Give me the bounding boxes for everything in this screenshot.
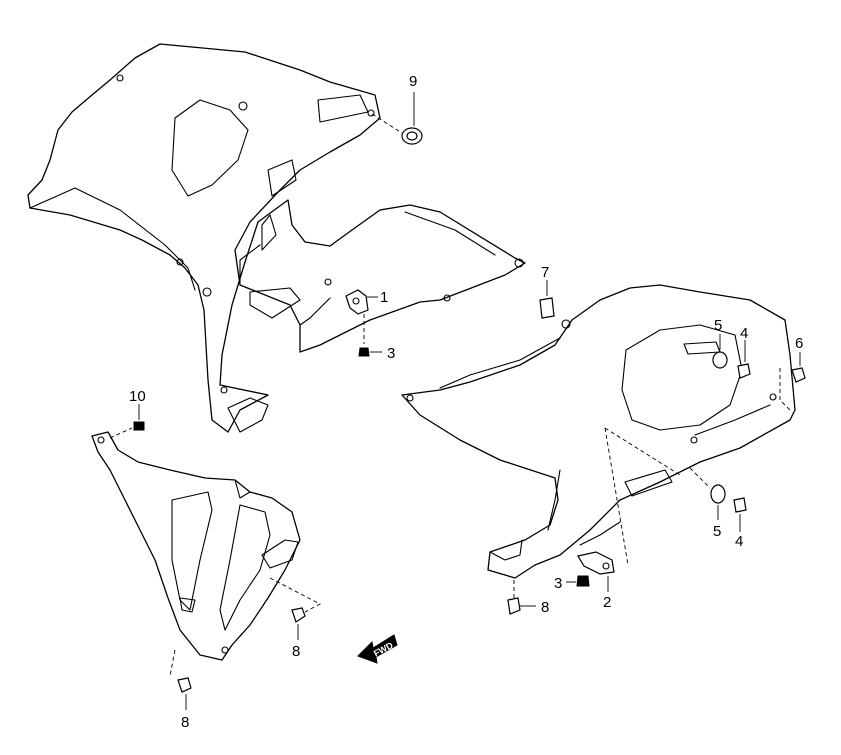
screw-part-4-upper <box>737 340 751 379</box>
callout-8-right: 8 <box>541 599 549 616</box>
fastener-part-8-right <box>507 580 536 615</box>
callout-6: 6 <box>795 335 803 352</box>
screw-part-10 <box>109 404 145 439</box>
screw-part-4-lower <box>733 497 747 532</box>
lower-side-cowling <box>91 431 301 661</box>
grommet-part-5-upper <box>712 334 728 369</box>
bolt-part-3-lower <box>566 575 590 587</box>
fastener-part-8-left-a <box>269 577 321 640</box>
bracket-part-1 <box>345 289 378 315</box>
callout-5-upper: 5 <box>714 317 722 334</box>
fastener-part-8-left-b <box>169 649 192 710</box>
callout-5-lower: 5 <box>713 523 721 540</box>
bolt-part-3-upper <box>358 314 382 357</box>
callout-2: 2 <box>603 594 611 611</box>
callout-4-lower: 4 <box>735 533 743 550</box>
grommet-part-9 <box>371 92 423 145</box>
forward-arrow-icon: FWD <box>357 634 398 664</box>
callout-9: 9 <box>409 73 417 90</box>
callout-7: 7 <box>541 264 549 281</box>
callout-3-lower: 3 <box>554 575 562 592</box>
bracket-part-2 <box>577 427 681 592</box>
callout-4-upper: 4 <box>740 325 748 342</box>
upper-inner-cowling <box>27 43 526 433</box>
callout-8-left-b: 8 <box>181 714 189 731</box>
callout-10: 10 <box>129 388 146 405</box>
grommet-part-5-lower <box>689 467 726 520</box>
screw-part-6 <box>779 352 806 411</box>
clip-part-7 <box>539 280 555 319</box>
callout-3-upper: 3 <box>387 345 395 362</box>
lower-fairing-right <box>401 284 796 579</box>
callout-8-left-a: 8 <box>292 643 300 660</box>
callout-1: 1 <box>380 289 388 306</box>
